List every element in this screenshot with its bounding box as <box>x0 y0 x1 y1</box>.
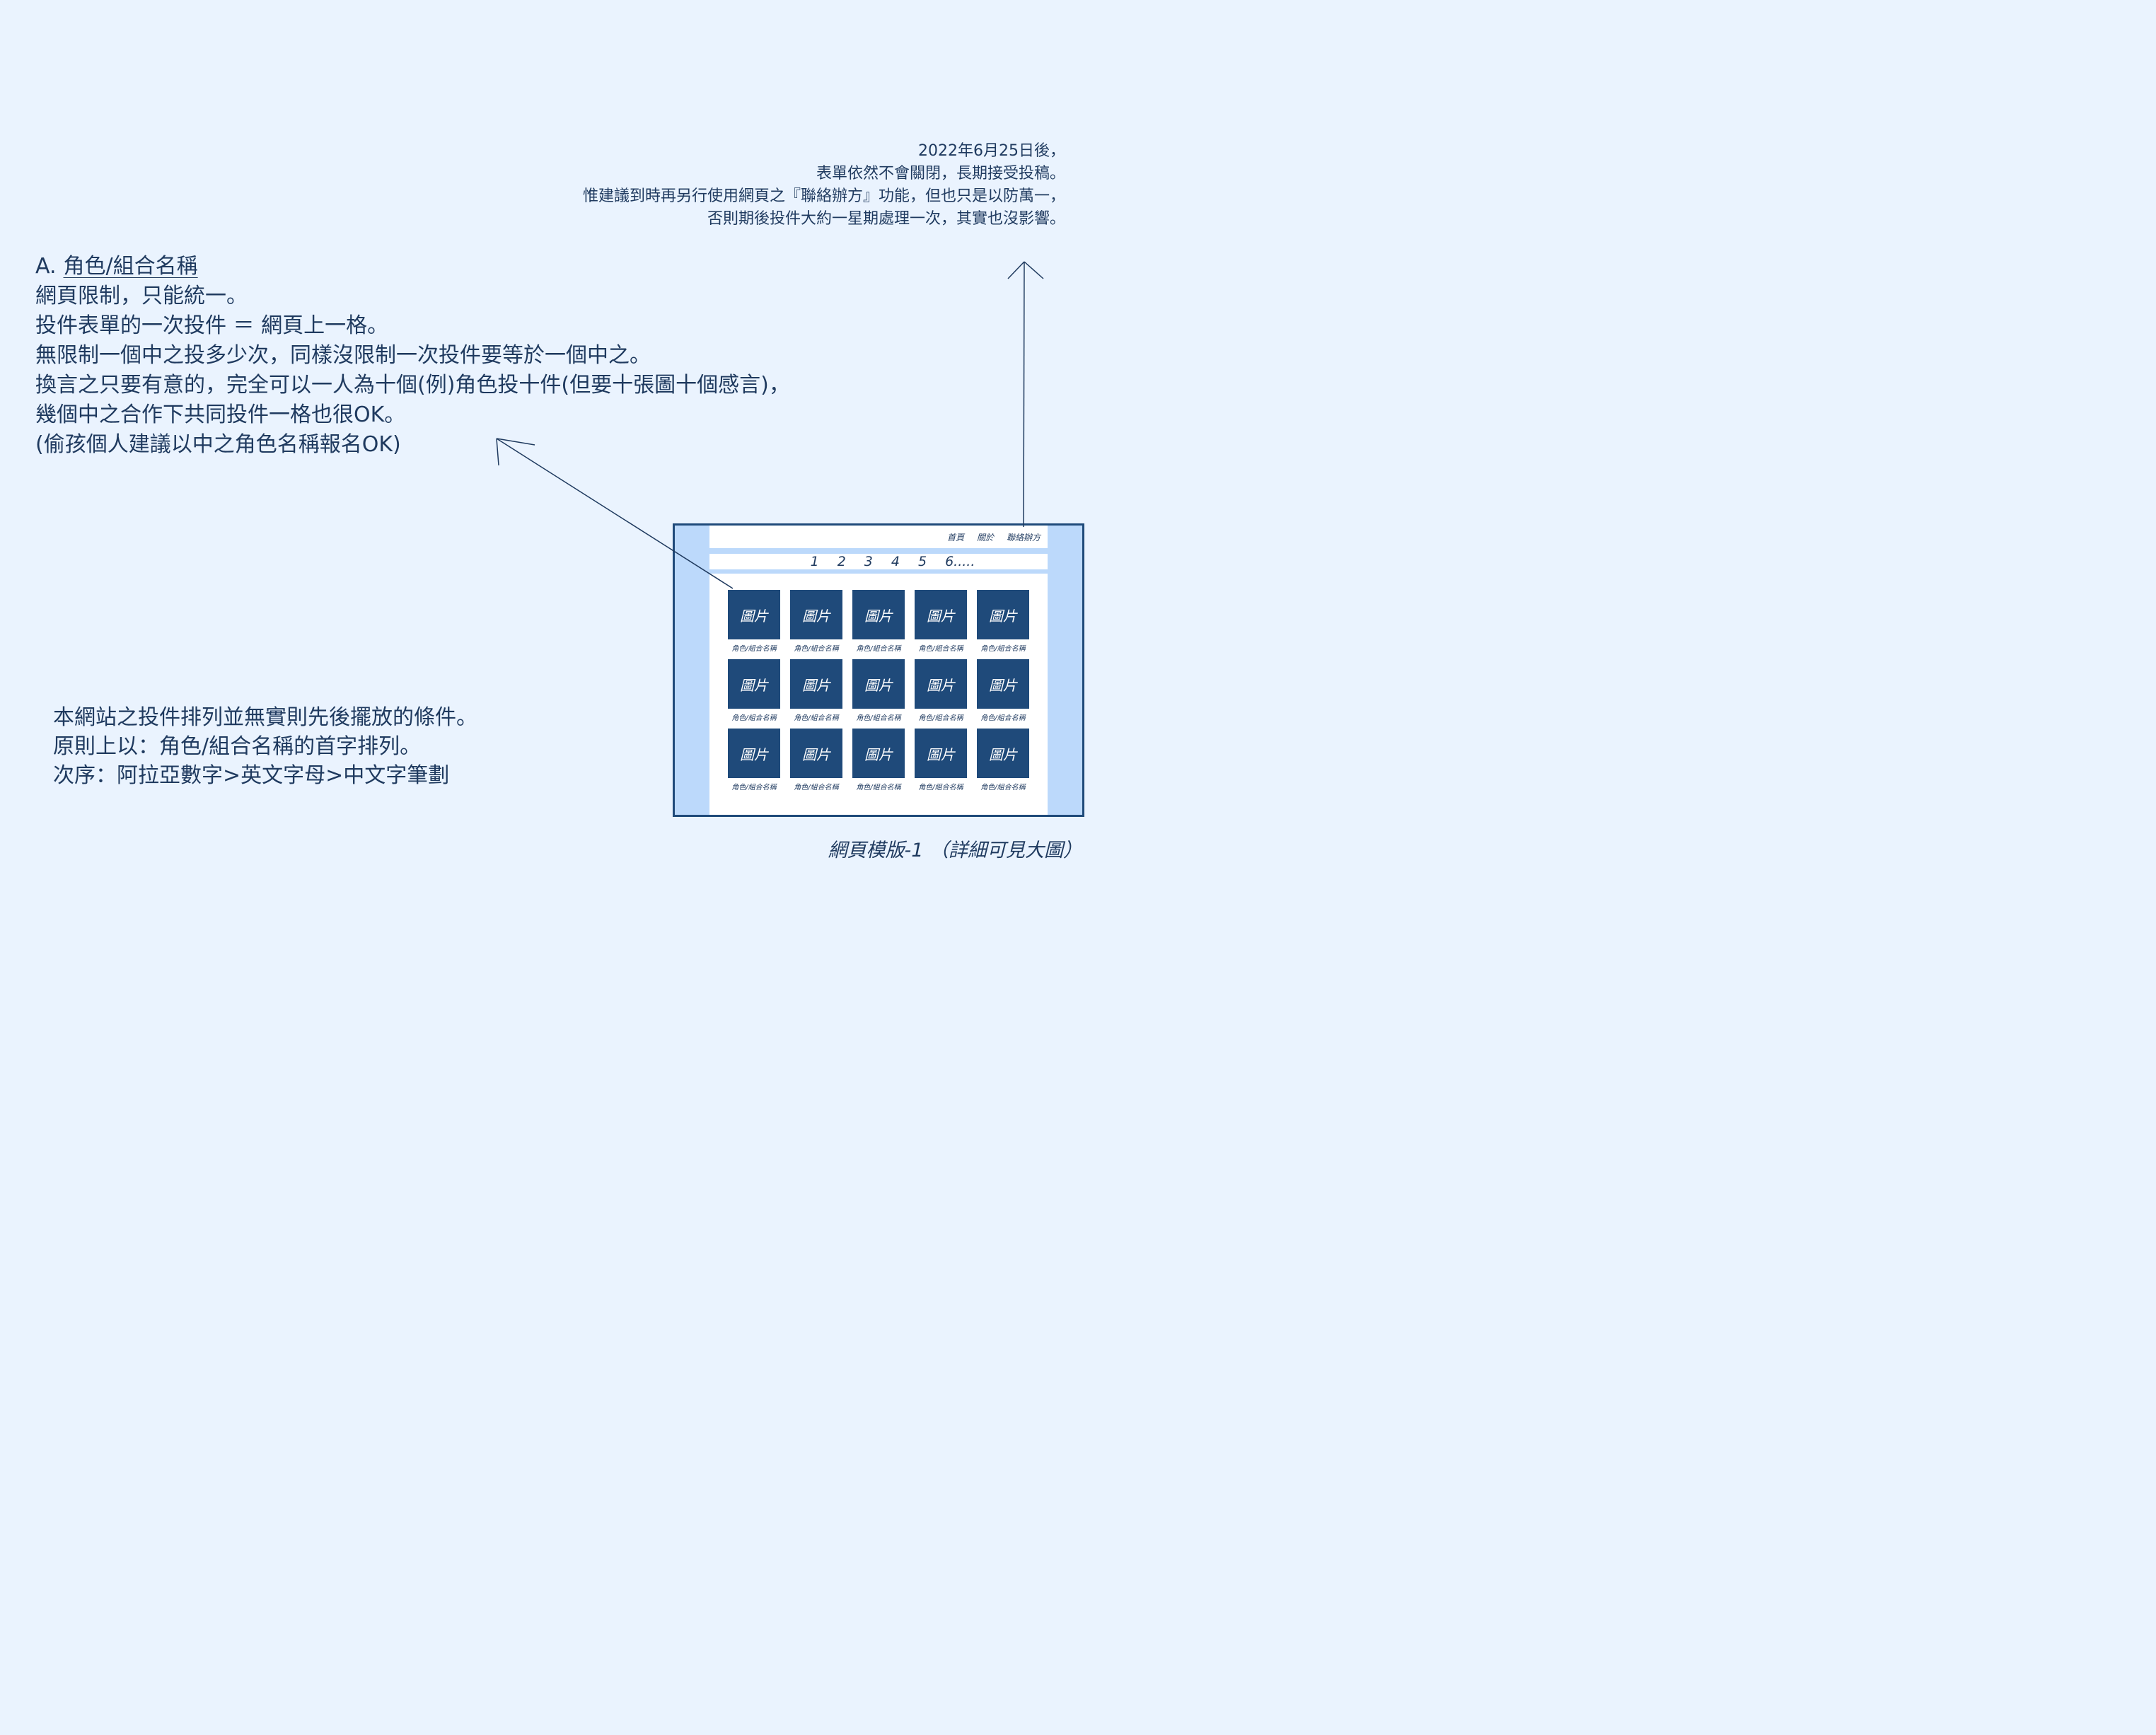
section-a-line: 投件表單的一次投件 ＝ 網頁上一格。 <box>35 313 389 338</box>
ordering-note-line: 本網站之投件排列並無實則先後擺放的條件。 <box>53 705 477 730</box>
arrow-head-deadline <box>1024 261 1044 279</box>
mockup-tile[interactable]: 圖片角色/組合名稱 <box>728 659 780 722</box>
mockup-tile[interactable]: 圖片角色/組合名稱 <box>728 729 780 791</box>
mockup-nav-about[interactable]: 關於 <box>976 532 994 542</box>
mockup-tile[interactable]: 圖片角色/組合名稱 <box>915 590 967 653</box>
mockup-tile-image[interactable]: 圖片 <box>977 729 1029 778</box>
deadline-note-line: 惟建議到時再另行使用網頁之『聯絡辦方』功能，但也只是以防萬一， <box>582 187 1065 205</box>
annotation-arrows <box>496 261 1044 589</box>
mockup-tile[interactable]: 圖片角色/組合名稱 <box>977 659 1029 722</box>
mockup-tile-caption: 角色/組合名稱 <box>794 714 839 722</box>
mockup-tile-image[interactable]: 圖片 <box>915 590 967 639</box>
mockup-tile-caption: 角色/組合名稱 <box>980 784 1026 791</box>
deadline-note-line: 表單依然不會關閉，長期接受投稿。 <box>816 165 1065 182</box>
section-a-title: 角色/組合名稱 <box>63 254 198 279</box>
arrow-to-section-a <box>496 438 734 589</box>
mockup-tile[interactable]: 圖片角色/組合名稱 <box>915 659 967 722</box>
mockup-tile-image[interactable]: 圖片 <box>790 729 842 778</box>
mockup-nav-bar: 首頁 關於 聯絡辦方 <box>709 526 1048 548</box>
section-a-line: 網頁限制，只能統一。 <box>35 284 248 308</box>
mockup-tile-caption: 角色/組合名稱 <box>731 645 777 653</box>
mockup-pagination: 1 2 3 4 5 6..... <box>709 554 1048 569</box>
mockup-divider <box>709 569 1048 574</box>
arrow-to-deadline-notes <box>1007 261 1044 528</box>
mockup-tile-image[interactable]: 圖片 <box>852 659 905 709</box>
arrow-line-section-a <box>496 438 734 589</box>
mockup-tile-caption: 角色/組合名稱 <box>918 714 963 722</box>
mockup-page-link[interactable]: 4 <box>891 554 900 569</box>
mockup-tile-image[interactable]: 圖片 <box>790 659 842 709</box>
mockup-tile-caption: 角色/組合名稱 <box>731 784 777 791</box>
section-a-prefix: A. <box>35 254 57 279</box>
mockup-tile-caption: 角色/組合名稱 <box>794 784 839 791</box>
mockup-tile[interactable]: 圖片角色/組合名稱 <box>977 590 1029 653</box>
deadline-note-line: 2022年6月25日後， <box>918 142 1065 160</box>
mockup-divider <box>709 548 1048 554</box>
section-a-line: 換言之只要有意的，完全可以一人為十個(例)角色投十件(但要十張圖十個感言)， <box>35 373 790 398</box>
mockup-tile-caption: 角色/組合名稱 <box>856 714 901 722</box>
arrow-head-section-a <box>496 438 535 446</box>
section-a-heading: A. 角色/組合名稱 <box>35 252 790 282</box>
mockup-page-link[interactable]: 3 <box>864 554 873 569</box>
mockup-page-link[interactable]: 2 <box>837 554 846 569</box>
section-a-name-rules: A. 角色/組合名稱 網頁限制，只能統一。 投件表單的一次投件 ＝ 網頁上一格。… <box>35 252 790 460</box>
mockup-tile-caption: 角色/組合名稱 <box>731 714 777 722</box>
mockup-tile-caption: 角色/組合名稱 <box>918 645 963 653</box>
ordering-note-line: 次序：阿拉亞數字>英文字母>中文字筆劃 <box>53 763 450 788</box>
ordering-note-line: 原則上以：角色/組合名稱的首字排列。 <box>53 734 422 759</box>
mockup-tile[interactable]: 圖片角色/組合名稱 <box>852 729 905 791</box>
arrow-head-deadline <box>1007 261 1025 279</box>
mockup-page-link[interactable]: 5 <box>917 554 927 569</box>
mockup-tile-caption: 角色/組合名稱 <box>856 645 901 653</box>
deadline-note-line: 否則期後投件大約一星期處理一次，其實也沒影響。 <box>707 210 1065 228</box>
mockup-nav-home[interactable]: 首頁 <box>946 532 964 542</box>
ordering-notes: 本網站之投件排列並無實則先後擺放的條件。 原則上以：角色/組合名稱的首字排列。 … <box>53 703 477 790</box>
mockup-page-link[interactable]: 6..... <box>945 554 975 569</box>
mockup-tile-image[interactable]: 圖片 <box>977 659 1029 709</box>
mockup-tile[interactable]: 圖片角色/組合名稱 <box>728 590 780 653</box>
mockup-tile[interactable]: 圖片角色/組合名稱 <box>790 659 842 722</box>
mockup-tile-image[interactable]: 圖片 <box>977 590 1029 639</box>
mockup-tile[interactable]: 圖片角色/組合名稱 <box>977 729 1029 791</box>
mockup-tile-caption: 角色/組合名稱 <box>856 784 901 791</box>
mockup-nav-contact[interactable]: 聯絡辦方 <box>1006 532 1041 542</box>
mockup-tile-caption: 角色/組合名稱 <box>980 714 1026 722</box>
mockup-tile-grid: 圖片角色/組合名稱圖片角色/組合名稱圖片角色/組合名稱圖片角色/組合名稱圖片角色… <box>728 590 1029 791</box>
mockup-tile-image[interactable]: 圖片 <box>915 659 967 709</box>
mockup-tile-image[interactable]: 圖片 <box>852 729 905 778</box>
section-a-line: 無限制一個中之投多少次，同樣沒限制一次投件要等於一個中之。 <box>35 343 651 368</box>
mockup-caption: 網頁模版-1 （詳細可見大圖） <box>828 840 1082 861</box>
mockup-tile-image[interactable]: 圖片 <box>728 590 780 639</box>
mockup-tile[interactable]: 圖片角色/組合名稱 <box>790 729 842 791</box>
mockup-tile[interactable]: 圖片角色/組合名稱 <box>852 659 905 722</box>
webpage-mockup: 首頁 關於 聯絡辦方 1 2 3 4 5 6..... 圖片角色/組合名稱圖片角… <box>673 523 1084 817</box>
mockup-tile-image[interactable]: 圖片 <box>728 729 780 778</box>
mockup-tile-caption: 角色/組合名稱 <box>918 784 963 791</box>
mockup-tile-image[interactable]: 圖片 <box>915 729 967 778</box>
mockup-tile-image[interactable]: 圖片 <box>728 659 780 709</box>
mockup-tile-caption: 角色/組合名稱 <box>794 645 839 653</box>
section-a-line: 幾個中之合作下共同投件一格也很OK。 <box>35 402 406 427</box>
mockup-tile[interactable]: 圖片角色/組合名稱 <box>852 590 905 653</box>
mockup-content-area: 首頁 關於 聯絡辦方 1 2 3 4 5 6..... 圖片角色/組合名稱圖片角… <box>709 526 1048 815</box>
arrow-head-section-a <box>496 438 499 466</box>
mockup-tile[interactable]: 圖片角色/組合名稱 <box>915 729 967 791</box>
section-a-line: (偷孩個人建議以中之角色名稱報名OK) <box>35 432 401 457</box>
mockup-tile[interactable]: 圖片角色/組合名稱 <box>790 590 842 653</box>
mockup-tile-image[interactable]: 圖片 <box>790 590 842 639</box>
mockup-page-link[interactable]: 1 <box>810 554 819 569</box>
mockup-tile-image[interactable]: 圖片 <box>852 590 905 639</box>
mockup-tile-caption: 角色/組合名稱 <box>980 645 1026 653</box>
deadline-notes: 2022年6月25日後， 表單依然不會關閉，長期接受投稿。 惟建議到時再另行使用… <box>583 140 1065 231</box>
